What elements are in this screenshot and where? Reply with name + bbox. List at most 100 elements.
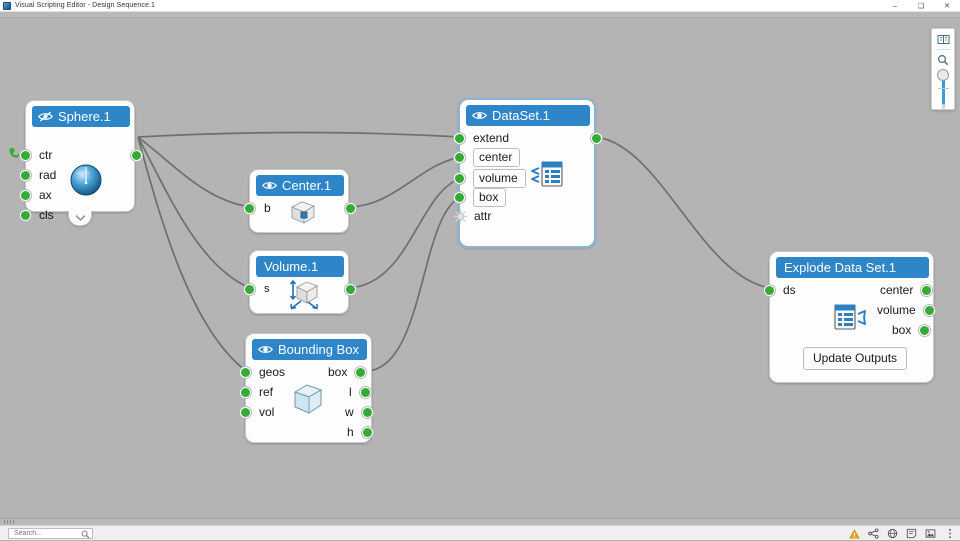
port-dot-ref[interactable] xyxy=(240,386,251,398)
port-center-out[interactable] xyxy=(345,201,356,215)
port-dataset-in-box[interactable]: box xyxy=(454,187,507,207)
port-sphere-out[interactable] xyxy=(131,148,142,162)
port-dot-h[interactable] xyxy=(361,426,373,438)
port-dataset-in-attr[interactable]: attr xyxy=(454,209,491,223)
port-dataset-in-center[interactable]: center xyxy=(454,147,521,167)
node-sphere-collapse-toggle[interactable] xyxy=(68,211,92,226)
port-dot-extend[interactable] xyxy=(454,132,465,144)
port-dot-explode-volume[interactable] xyxy=(923,304,935,316)
zoom-slider-track[interactable] xyxy=(942,75,945,110)
node-volume[interactable]: Volume.1 s xyxy=(244,250,356,314)
close-button[interactable]: ✕ xyxy=(944,3,950,10)
eye-hidden-icon[interactable] xyxy=(38,111,53,122)
port-bbox-out-w[interactable]: w xyxy=(345,405,373,419)
node-center[interactable]: Center.1 b xyxy=(244,169,356,233)
port-bbox-out-l[interactable]: l xyxy=(349,385,371,399)
attr-optional-port-icon[interactable] xyxy=(454,209,467,223)
node-sphere[interactable]: Sphere.1 ctr rad ax cls xyxy=(9,100,142,221)
image-icon[interactable] xyxy=(925,528,936,539)
port-bbox-in-geos[interactable]: geos xyxy=(240,365,285,379)
node-explode-header[interactable]: Explode Data Set.1 xyxy=(776,257,929,278)
node-bounding-box[interactable]: Bounding Box geos ref vol box l w h xyxy=(240,333,373,443)
port-dataset-in-extend[interactable]: extend xyxy=(454,131,509,145)
port-dataset-in-volume[interactable]: volume xyxy=(454,168,526,188)
port-sphere-in-rad[interactable]: rad xyxy=(20,168,56,182)
port-dot-ctr[interactable] xyxy=(20,149,31,161)
node-dataset[interactable]: DataSet.1 extend center volume box xyxy=(454,99,602,247)
port-dot-cls[interactable] xyxy=(20,209,31,221)
port-dot-volume-out[interactable] xyxy=(345,283,356,295)
node-sphere-header[interactable]: Sphere.1 xyxy=(32,106,130,127)
panel-splitter[interactable] xyxy=(0,518,960,525)
port-bbox-out-h[interactable]: h xyxy=(347,425,373,439)
magnifier-icon[interactable] xyxy=(934,52,952,67)
port-dot-sphere-out[interactable] xyxy=(131,149,142,161)
more-options-icon[interactable] xyxy=(944,528,955,539)
port-volume-in-s[interactable]: s xyxy=(244,282,270,296)
port-dot-s[interactable] xyxy=(244,283,255,295)
share-icon[interactable] xyxy=(868,528,879,539)
port-dot-box-out[interactable] xyxy=(355,366,367,378)
wire-dataset-to-explode-ds xyxy=(594,136,771,289)
zoom-slider[interactable] xyxy=(934,69,952,110)
node-bounding-box-header[interactable]: Bounding Box xyxy=(252,339,367,360)
node-dataset-header[interactable]: DataSet.1 xyxy=(466,105,590,126)
node-volume-header[interactable]: Volume.1 xyxy=(256,256,344,277)
port-dot-volume-in[interactable] xyxy=(454,172,465,184)
node-explode-dataset[interactable]: Explode Data Set.1 ds center volume box xyxy=(764,251,935,383)
port-dot-explode-box[interactable] xyxy=(919,324,931,336)
port-label-volume-in[interactable]: volume xyxy=(473,168,526,188)
port-dot-geos[interactable] xyxy=(240,366,251,378)
book-icon[interactable] xyxy=(934,32,952,47)
port-explode-out-box[interactable]: box xyxy=(892,323,931,337)
port-center-in-b[interactable]: b xyxy=(244,201,271,215)
port-volume-out[interactable] xyxy=(345,282,356,296)
node-bounding-box-title: Bounding Box xyxy=(278,342,359,357)
chevron-down-icon[interactable] xyxy=(75,214,86,222)
port-sphere-in-cls[interactable]: cls xyxy=(20,208,54,222)
maximize-button[interactable]: ❑ xyxy=(917,3,925,10)
node-center-header[interactable]: Center.1 xyxy=(256,175,344,196)
port-dot-explode-center[interactable] xyxy=(921,284,933,296)
zoom-slider-handle[interactable] xyxy=(937,69,949,82)
port-dot-ds[interactable] xyxy=(764,284,775,296)
port-label-box-in[interactable]: box xyxy=(473,187,507,207)
node-sphere-title: Sphere.1 xyxy=(58,109,111,124)
port-explode-out-volume[interactable]: volume xyxy=(877,303,935,317)
search-icon[interactable] xyxy=(81,530,90,539)
port-bbox-out-box[interactable]: box xyxy=(328,365,367,379)
port-label-center-in[interactable]: center xyxy=(473,147,521,167)
dataset-icon xyxy=(531,161,563,187)
splitter-grip[interactable] xyxy=(4,520,14,524)
port-dot-dataset-out[interactable] xyxy=(591,132,602,144)
port-sphere-in-ctr[interactable]: ctr xyxy=(20,148,52,162)
note-icon[interactable] xyxy=(906,528,917,539)
search-box[interactable] xyxy=(8,527,93,539)
port-dot-l[interactable] xyxy=(359,386,371,398)
port-dot-center-out[interactable] xyxy=(345,202,356,214)
update-outputs-button[interactable]: Update Outputs xyxy=(803,347,908,370)
eye-visible-icon[interactable] xyxy=(472,110,487,121)
port-bbox-in-ref[interactable]: ref xyxy=(240,385,273,399)
port-dot-vol[interactable] xyxy=(240,406,251,418)
port-dataset-out[interactable] xyxy=(591,131,602,145)
input-hook-icon[interactable] xyxy=(9,147,25,161)
search-input[interactable] xyxy=(12,528,78,538)
port-dot-center-in[interactable] xyxy=(454,151,465,163)
port-sphere-in-ax[interactable]: ax xyxy=(20,188,52,202)
warning-icon[interactable] xyxy=(849,528,860,539)
port-dot-rad[interactable] xyxy=(20,169,31,181)
graph-canvas[interactable]: Sphere.1 ctr rad ax cls xyxy=(0,18,960,518)
port-explode-in-ds[interactable]: ds xyxy=(764,283,796,297)
port-dot-ax[interactable] xyxy=(20,189,31,201)
globe-icon[interactable] xyxy=(887,528,898,539)
eye-visible-icon[interactable] xyxy=(258,344,273,355)
port-dot-b[interactable] xyxy=(244,202,255,214)
navigation-panel[interactable] xyxy=(931,28,955,110)
port-bbox-in-vol[interactable]: vol xyxy=(240,405,274,419)
port-dot-w[interactable] xyxy=(361,406,373,418)
port-explode-out-center[interactable]: center xyxy=(880,283,933,297)
port-dot-box-in[interactable] xyxy=(454,191,465,203)
minimize-button[interactable]: – xyxy=(893,2,897,10)
eye-visible-icon[interactable] xyxy=(262,180,277,191)
